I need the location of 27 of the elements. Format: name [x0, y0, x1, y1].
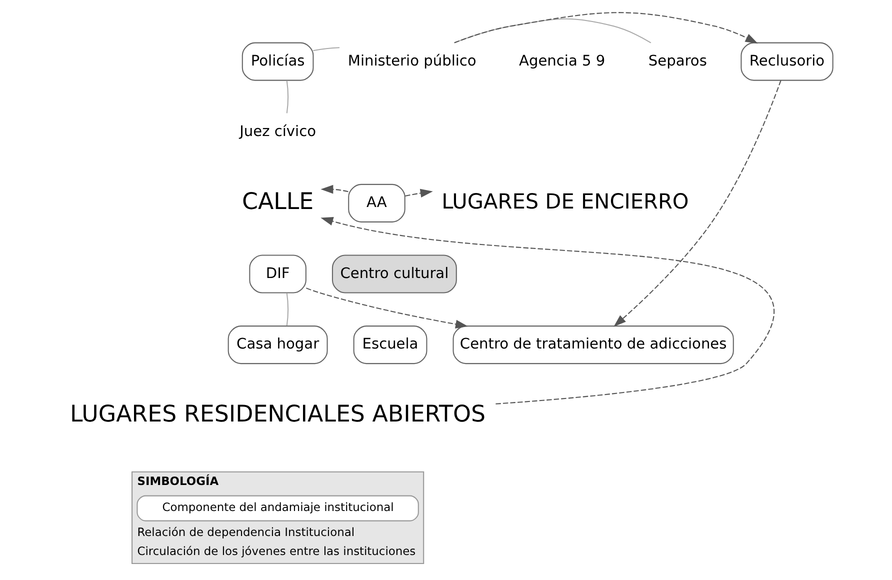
node-box: Casa hogar: [227, 326, 328, 364]
arrow: [613, 80, 781, 327]
node-text: Juez cívico: [239, 123, 316, 140]
node-text: LUGARES DE ENCIERRO: [441, 189, 688, 214]
node-box: Centro de tratamiento de adicciones: [452, 326, 734, 364]
node-text: Separos: [648, 52, 706, 70]
arrow: [404, 188, 432, 198]
label: SIMBOLOGÍA: [136, 474, 218, 488]
legend-label: Circulación de los jóvenes entre las instituciones: [136, 544, 416, 558]
node-text: LUGARES RESIDENCIALES ABIERTOS: [70, 401, 486, 428]
node-box: Policías: [241, 42, 314, 81]
legend-label: Componente del andamiaje institucional: [162, 500, 394, 514]
legend-label: Relación de dependencia Institucional: [136, 525, 354, 540]
node-box: Centro cultural: [331, 254, 456, 294]
node-text: Agencia 5 9: [518, 52, 605, 70]
arrow: [320, 217, 774, 404]
node-box: DIF: [248, 254, 306, 294]
node-box: AA: [348, 184, 405, 222]
node-text: CALLE: [241, 189, 314, 216]
connector: [286, 293, 288, 326]
connector: [286, 80, 288, 114]
connector: [312, 47, 340, 52]
node-box: Escuela: [352, 326, 427, 364]
node-box: Reclusorio: [740, 42, 833, 81]
node-text: Ministerio público: [347, 52, 476, 70]
arrow: [320, 184, 348, 194]
arrow: [306, 288, 468, 328]
